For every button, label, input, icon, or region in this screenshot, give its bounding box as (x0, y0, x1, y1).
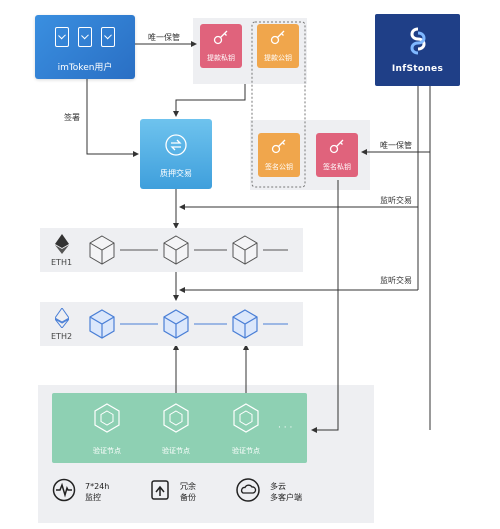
validator-node: 验证节点 (221, 400, 271, 456)
feature-backup-line2: 备份 (180, 493, 196, 502)
more-nodes-ellipsis: · · · (278, 423, 293, 433)
validator-node: 验证节点 (82, 400, 132, 456)
exchange-icon (165, 134, 187, 156)
listen-tx-label-2: 监听交易 (380, 276, 412, 285)
backup-icon (151, 480, 169, 500)
node-icon (163, 403, 189, 433)
validator-node-label: 验证节点 (232, 447, 260, 455)
withdraw-private-key: 提款私钥 (200, 24, 242, 68)
key-icon (329, 139, 344, 154)
sign-label: 签署 (64, 113, 80, 122)
feature-monitor-text: 7*24h 监控 (85, 481, 109, 503)
phone-icon (101, 27, 115, 47)
key-icon (213, 30, 228, 45)
feature-monitor-line1: 7*24h (85, 482, 110, 491)
eth1-blocks (89, 235, 288, 265)
feature-multicloud-line2: 多客户端 (270, 493, 302, 502)
feature-backup-line1: 冗余 (180, 482, 196, 491)
node-icon (233, 403, 259, 433)
phone-icon (78, 27, 92, 47)
validator-node-label: 验证节点 (162, 447, 190, 455)
sign-private-key: 签名私钥 (316, 133, 358, 177)
eth2-blocks (89, 309, 288, 339)
validator-nodes-area (52, 393, 307, 463)
unique-custody-right-label: 唯一保管 (380, 141, 412, 150)
key-icon (271, 139, 286, 154)
imtoken-label: imToken用户 (57, 63, 113, 73)
feature-multicloud-line1: 多云 (270, 482, 286, 491)
withdraw-public-key-label: 提款公钥 (264, 54, 292, 62)
unique-custody-top-label: 唯一保管 (148, 33, 180, 42)
ethereum-icon (55, 308, 69, 328)
sign-private-key-label: 签名私钥 (323, 163, 351, 171)
infstones-box: InfStones (375, 14, 460, 86)
validator-node: 验证节点 (151, 400, 201, 456)
listen-tx-label-1: 监听交易 (380, 196, 412, 205)
feature-multicloud-text: 多云 多客户端 (270, 481, 302, 503)
staking-transaction-box: 质押交易 (140, 119, 212, 189)
eth2-label: ETH2 (51, 332, 73, 341)
eth1-label: ETH1 (51, 258, 73, 267)
phone-icon (55, 27, 69, 47)
withdraw-public-key: 提款公钥 (257, 24, 299, 68)
imtoken-user-box: imToken用户 (35, 15, 135, 79)
ethereum-icon (55, 234, 69, 254)
feature-backup-text: 冗余 备份 (180, 481, 196, 503)
feature-monitor-line2: 监控 (85, 493, 101, 502)
infstones-label: InfStones (391, 64, 444, 74)
cloud-icon (236, 478, 260, 502)
sign-public-key-label: 签名公钥 (265, 163, 293, 171)
validator-node-label: 验证节点 (93, 447, 121, 455)
pulse-icon (52, 478, 76, 502)
node-icon (94, 403, 120, 433)
staking-transaction-label: 质押交易 (160, 169, 192, 178)
withdraw-private-key-label: 提款私钥 (207, 54, 235, 62)
infstones-logo-icon (410, 27, 426, 55)
sign-public-key: 签名公钥 (258, 133, 300, 177)
key-icon (270, 30, 285, 45)
